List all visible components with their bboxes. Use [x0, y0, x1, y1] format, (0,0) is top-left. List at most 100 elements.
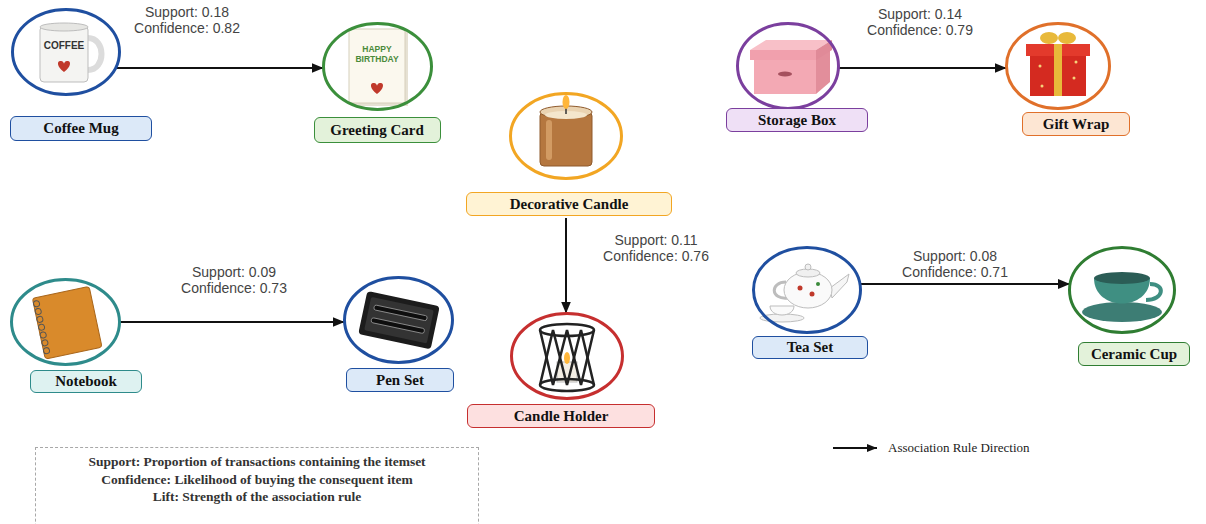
mug-illustration [40, 26, 88, 82]
label-pill: Ceramic Cup [1078, 342, 1190, 366]
legend-text: Association Rule Direction [888, 440, 1030, 456]
candle-illustration [540, 112, 592, 166]
card-illustration [349, 29, 408, 106]
edge-label: Support: 0.18 Confidence: 0.82 [122, 4, 252, 36]
item-label: Pen Set [376, 372, 424, 389]
label-pill: Candle Holder [467, 404, 655, 428]
ceramic-cup-illustration [1082, 272, 1162, 322]
notebook-illustration [36, 316, 43, 323]
mug-illustration [40, 23, 88, 31]
label-pill: Gift Wrap [1022, 112, 1130, 136]
gift-illustration [1073, 77, 1076, 80]
item-ellipse-outline [324, 24, 432, 110]
definition-box: Support: Proportion of transactions cont… [35, 447, 479, 524]
notebook-illustration [32, 286, 102, 359]
tea-set-illustration [798, 286, 803, 291]
ceramic-cup-illustration [1082, 302, 1162, 322]
item-ellipse-outline [754, 248, 861, 333]
item-node: Candle Holder [510, 312, 624, 400]
notebook-illustration [43, 347, 50, 354]
notebook-illustration [35, 308, 42, 315]
item-ellipse [322, 22, 433, 111]
item-label: Candle Holder [514, 408, 609, 425]
item-label: Decorative Candle [510, 196, 629, 213]
label-pill: Pen Set [346, 368, 454, 392]
item-ellipse [509, 92, 623, 180]
mug-illustration [88, 38, 102, 70]
item-label: Tea Set [787, 339, 834, 356]
item-node: Gift Wrap [1005, 22, 1111, 110]
item-node: Greeting Card [322, 22, 433, 111]
definition-text: Support: Proportion of transactions cont… [36, 453, 478, 471]
item-label: Ceramic Cup [1091, 346, 1177, 363]
item-ellipse-outline [1007, 24, 1110, 109]
gift-illustration [1041, 85, 1044, 88]
item-label: Coffee Mug [43, 120, 118, 137]
item-label: Greeting Card [330, 122, 423, 139]
item-node: Ceramic Cup [1068, 246, 1176, 334]
item-node: Storage Box [736, 22, 840, 110]
item-ellipse [1068, 246, 1176, 334]
label-pill: Greeting Card [314, 117, 441, 143]
card-illustration [371, 83, 383, 94]
mug-illustration [40, 23, 102, 82]
item-label: Gift Wrap [1043, 116, 1110, 133]
item-ellipse [752, 246, 862, 334]
gift-illustration [1054, 44, 1062, 96]
notebook-illustration [33, 300, 40, 307]
label-pill: Storage Box [726, 108, 868, 132]
pen-set-illustration [358, 291, 440, 349]
tea-set-illustration [770, 306, 794, 315]
storage-box-illustration [750, 50, 816, 60]
candle-holder-illustration [540, 330, 594, 385]
item-node: Decorative Candle [509, 92, 623, 180]
mug-illustration [58, 61, 70, 72]
item-ellipse-outline [512, 314, 623, 399]
pen-set-illustration [371, 318, 425, 334]
item-ellipse-outline [511, 94, 622, 179]
candle-illustration [540, 95, 592, 166]
card-illustration [349, 29, 405, 103]
item-ellipse [510, 312, 624, 400]
notebook-illustration [38, 324, 45, 331]
notebook-illustration [32, 286, 102, 359]
item-ellipse [10, 278, 121, 366]
association-arrow [860, 283, 1070, 285]
notebook-illustration [40, 331, 47, 338]
item-node: Pen Set [343, 276, 454, 364]
label-pill: Coffee Mug [10, 116, 152, 141]
storage-box-illustration [778, 72, 792, 77]
association-arrow [120, 321, 345, 323]
association-arrow [838, 67, 1006, 69]
gift-illustration [1039, 65, 1042, 68]
definition-text: Lift: Strength of the association rule [36, 488, 478, 506]
gift-illustration [1058, 32, 1076, 44]
item-ellipse [343, 276, 454, 364]
candle-holder-illustration [540, 324, 594, 391]
illustration-text: COFFEE [41, 40, 87, 52]
association-arrow [116, 67, 324, 69]
candle-holder-illustration [540, 330, 594, 385]
item-ellipse-outline [12, 280, 120, 365]
association-arrow [565, 218, 567, 314]
edge-label: Support: 0.14 Confidence: 0.79 [855, 6, 985, 38]
notebook-illustration [41, 339, 48, 346]
legend-arrow-sample [833, 448, 877, 449]
item-ellipse [11, 8, 121, 96]
tea-set-illustration [816, 282, 820, 286]
item-ellipse-outline [738, 24, 839, 109]
item-ellipse-outline [1070, 248, 1175, 333]
item-ellipse [1005, 22, 1111, 110]
label-pill: Decorative Candle [466, 192, 672, 216]
tea-set-illustration [810, 292, 815, 297]
item-node: Tea Set [752, 246, 862, 334]
tea-set-illustration [760, 264, 849, 322]
pen-set-illustration [374, 305, 428, 321]
ceramic-cup-illustration [1094, 272, 1150, 284]
definition-text: Confidence: Likelihood of buying the con… [36, 471, 478, 489]
storage-box-illustration [750, 40, 832, 94]
item-node: Coffee Mug [11, 8, 121, 96]
storage-box-illustration [754, 58, 816, 94]
candle-illustration [546, 120, 552, 160]
